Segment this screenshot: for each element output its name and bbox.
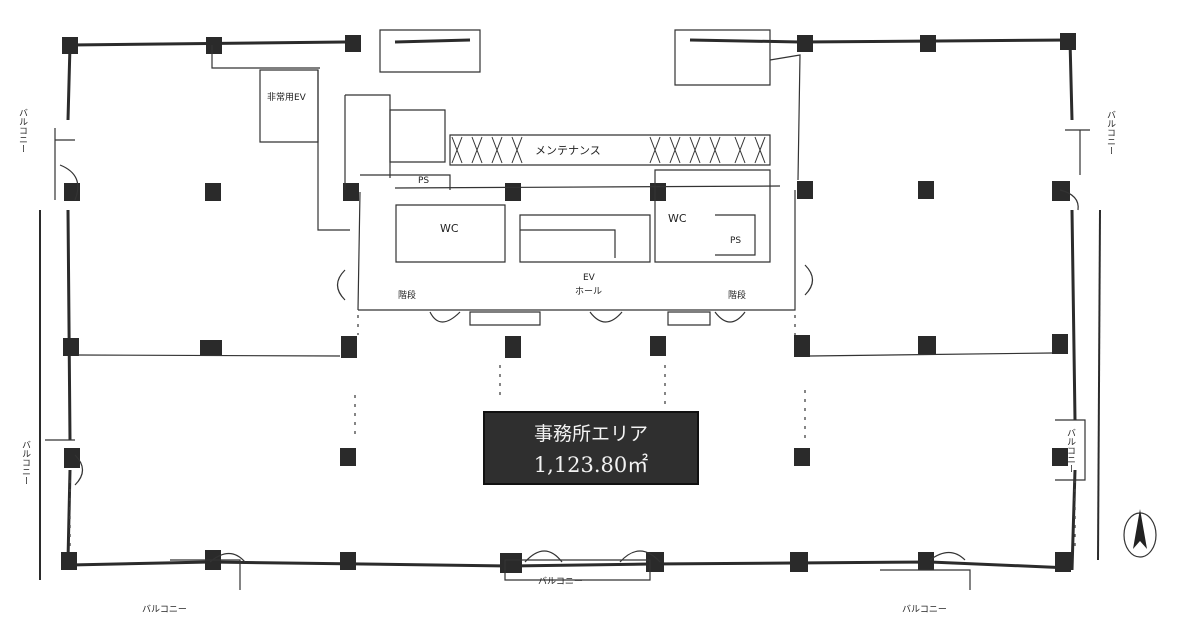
balcony-label-left-top: バルコニー — [17, 108, 28, 153]
columns — [61, 33, 1076, 573]
column — [505, 183, 521, 201]
balcony-labels: バルコニー バルコニー バルコニー バルコニー バルコニー バルコニー バルコニ… — [17, 108, 1116, 615]
office-area-size: 1,123.80㎡ — [534, 453, 649, 477]
column — [646, 552, 664, 572]
column — [918, 181, 934, 199]
column — [64, 448, 80, 468]
doors — [45, 128, 1090, 590]
office-area-title: 事務所エリア — [534, 423, 648, 445]
column — [206, 37, 222, 54]
north-arrow-icon — [1123, 509, 1157, 558]
balcony-label-bottom-center: バルコニー — [538, 576, 583, 587]
column — [63, 338, 79, 356]
column — [61, 552, 77, 570]
column — [1060, 33, 1076, 50]
dashed-lines — [69, 315, 1076, 550]
column — [343, 183, 359, 201]
ev-hall-label-2: ホール — [575, 286, 602, 297]
stairs-label-right: 階段 — [728, 289, 746, 301]
column — [918, 336, 936, 354]
core-walls — [77, 29, 1053, 357]
column — [794, 448, 810, 466]
column — [340, 552, 356, 570]
balcony-label-right-mid: バルコニー — [1065, 428, 1076, 473]
column — [920, 35, 936, 52]
ps-label-right: PS — [730, 236, 741, 246]
outer-walls — [39, 38, 1101, 580]
balcony-label-bottom-right: バルコニー — [902, 604, 947, 615]
column — [205, 183, 221, 201]
ps-label-left: PS — [418, 176, 429, 186]
column — [341, 336, 357, 358]
column — [794, 335, 810, 357]
column — [340, 448, 356, 466]
column — [1052, 334, 1068, 354]
column — [797, 35, 813, 52]
balcony-label-bottom-left: バルコニー — [142, 604, 187, 615]
column — [650, 183, 666, 201]
column — [790, 552, 808, 572]
column — [505, 336, 521, 358]
column — [797, 181, 813, 199]
office-area-label: 事務所エリア 1,123.80㎡ — [483, 411, 699, 485]
room-labels: メンテナンス WC WC EV ホール 非常用EV 階段 階段 PS PS — [267, 91, 746, 301]
balcony-label-left-bottom: バルコニー — [20, 440, 31, 485]
stairs-label-left: 階段 — [398, 289, 416, 301]
wc-label-left: WC — [440, 222, 459, 235]
column — [1052, 181, 1070, 201]
column — [918, 552, 934, 570]
maintenance-hatch — [451, 136, 766, 164]
balcony-label-right-top: バルコニー — [1105, 110, 1116, 155]
emergency-ev-label: 非常用EV — [267, 91, 307, 103]
column — [500, 553, 522, 573]
column — [62, 37, 78, 54]
maintenance-label: メンテナンス — [535, 144, 601, 157]
column — [1052, 448, 1068, 466]
column — [345, 35, 361, 52]
column — [200, 340, 222, 356]
ev-hall-label: EV — [583, 273, 596, 283]
wc-label-right: WC — [668, 212, 687, 225]
column — [650, 336, 666, 356]
column — [1055, 552, 1071, 572]
